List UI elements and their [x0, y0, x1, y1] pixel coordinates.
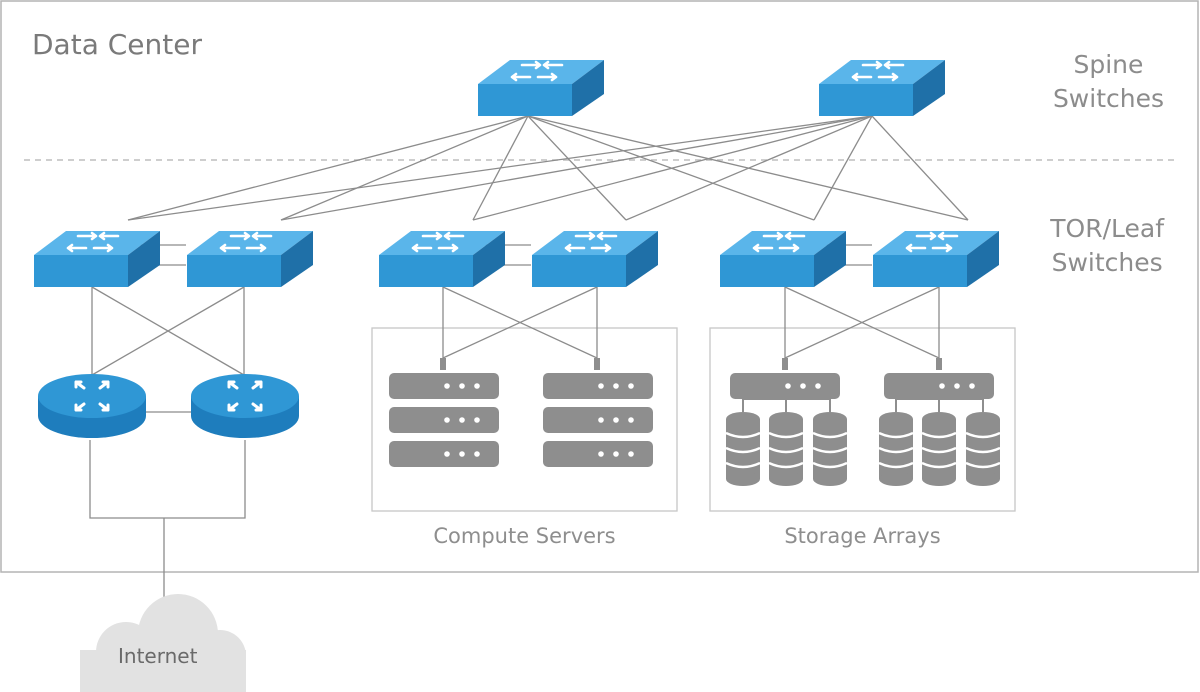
- leaf-switch-1: [32, 229, 162, 289]
- data-center-frame: [0, 0, 1199, 573]
- internet-label: Internet: [118, 644, 198, 668]
- diagram-title: Data Center: [32, 28, 202, 61]
- spine-label-line1: Spine: [1073, 50, 1144, 79]
- downlinks: [89, 286, 940, 600]
- spine-tier-label: Spine Switches: [1053, 48, 1164, 116]
- compute-servers-label: Compute Servers: [433, 524, 616, 548]
- leaf-switch-2: [185, 229, 315, 289]
- leaf-tier-label: TOR/Leaf Switches: [1050, 212, 1164, 280]
- spine-label-line2: Switches: [1052, 84, 1164, 113]
- leaf-label-line1: TOR/Leaf: [1050, 214, 1164, 243]
- compute-server-rack-2: [543, 358, 653, 467]
- router-1: [36, 372, 148, 440]
- router-2: [189, 372, 301, 440]
- storage-arrays-box: [709, 327, 1016, 512]
- leaf-switch-5: [718, 229, 848, 289]
- leaf-switch-4: [530, 229, 660, 289]
- compute-servers-box: [371, 327, 678, 512]
- leaf-label-line2: Switches: [1051, 248, 1163, 277]
- spine-switch-2: [817, 58, 947, 118]
- storage-array-1: [724, 358, 849, 488]
- compute-server-rack-1: [389, 358, 499, 467]
- spine-switch-1: [476, 58, 606, 118]
- spine-leaf-links: [127, 115, 969, 221]
- cloud-icon: [80, 594, 246, 692]
- storage-array-2: [877, 358, 1002, 488]
- leaf-switch-3: [377, 229, 507, 289]
- leaf-switch-6: [871, 229, 1001, 289]
- storage-arrays-label: Storage Arrays: [784, 524, 941, 548]
